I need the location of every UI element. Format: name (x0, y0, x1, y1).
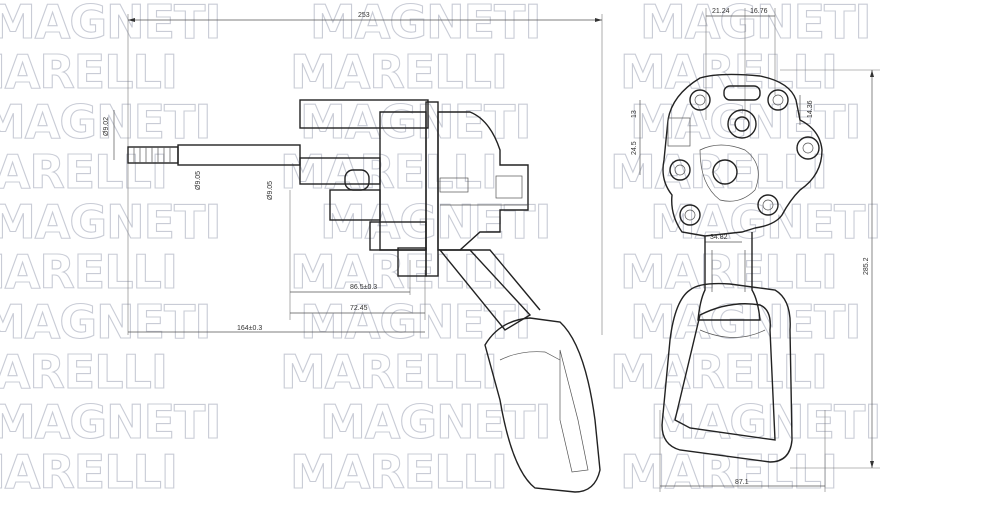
watermark-text: MARELLI (280, 145, 497, 199)
watermark-text: MARELLI (290, 445, 507, 499)
dim-top-b: 16.76 (750, 8, 768, 15)
valve-bore (712, 159, 738, 185)
watermark-text: MARELLI (620, 445, 837, 499)
bolt-boss (679, 204, 701, 226)
bolt-boss (757, 194, 779, 216)
valve-spring (439, 177, 469, 193)
top-slot (723, 85, 761, 101)
watermark-text: MAGNETI (0, 195, 221, 249)
watermark-text: MARELLI (0, 245, 177, 299)
dim-len-a: 86.5±0.3 (350, 284, 377, 291)
watermark-text: MAGNETI (320, 395, 551, 449)
dim-port-width: 34.82 (710, 234, 728, 241)
watermark-text: MAGNETI (650, 395, 881, 449)
valve-housing (437, 111, 529, 251)
dim-left-a: 13 (631, 110, 638, 118)
watermark-text: MAGNETI (650, 195, 881, 249)
dim-dia-a: Ø9.05 (195, 171, 202, 190)
dim-overall-length: 253 (358, 12, 370, 19)
watermark-text: MARELLI (620, 245, 837, 299)
dim-right-a: 14.36 (807, 100, 814, 118)
strainer-inner (674, 303, 776, 441)
watermark-text: MARELLI (610, 145, 827, 199)
watermark: MAGNETI MAGNETI MAGNETI MARELLI MARELLI … (0, 0, 882, 500)
watermark-text: MARELLI (0, 345, 167, 399)
dim-top-a: 21.24 (712, 8, 730, 15)
dim-overall-width: 87.1 (735, 479, 749, 486)
watermark-text: MAGNETI (320, 195, 551, 249)
bolt-boss (689, 89, 711, 111)
watermark-text: MAGNETI (300, 295, 531, 349)
dim-len-b: 72.45 (350, 305, 368, 312)
strainer-mesh (559, 349, 589, 473)
pump-body-front (662, 73, 823, 237)
strainer-front (661, 282, 793, 463)
bolt-boss (669, 159, 691, 181)
watermark-text: MARELLI (280, 345, 497, 399)
dim-left-b: 24.5 (631, 141, 638, 155)
pickup-tube-front (697, 232, 761, 321)
dim-len-c: 164±0.3 (237, 325, 262, 332)
watermark-text: MARELLI (620, 45, 837, 99)
dim-dia-b: Ø9.05 (267, 181, 274, 200)
housing-top (299, 99, 429, 129)
bolt-boss (796, 136, 820, 160)
watermark-text: MAGNETI (640, 0, 871, 49)
watermark-text: MARELLI (0, 45, 177, 99)
watermark-text: MAGNETI (300, 95, 531, 149)
watermark-text: MARELLI (290, 45, 507, 99)
watermark-text: MARELLI (0, 445, 177, 499)
watermark-text: MARELLI (610, 345, 827, 399)
bolt-boss (767, 89, 789, 111)
dim-overall-height: 285.2 (863, 257, 870, 275)
side-plug (667, 117, 691, 147)
drive-slot (344, 169, 370, 191)
watermark-text: MAGNETI (0, 95, 211, 149)
watermark-text: MAGNETI (0, 395, 221, 449)
watermark-text: MARELLI (0, 145, 167, 199)
dim-shaft-dia: Ø9.02 (103, 117, 110, 136)
strainer-body (484, 317, 601, 493)
side-view: 253 86.5±0.3 72.45 164±0.3 Ø9.02 Ø9.05 Ø… (103, 12, 603, 493)
watermark-text: MAGNETI (0, 295, 211, 349)
drive-hub (727, 109, 757, 139)
drive-shaft (177, 144, 301, 166)
front-view: 21.24 16.76 13 24.5 14.36 285.2 87.1 (631, 8, 880, 492)
valve-plug (495, 175, 523, 199)
watermark-text: MAGNETI (310, 0, 541, 49)
watermark-text: MAGNETI (0, 0, 221, 49)
